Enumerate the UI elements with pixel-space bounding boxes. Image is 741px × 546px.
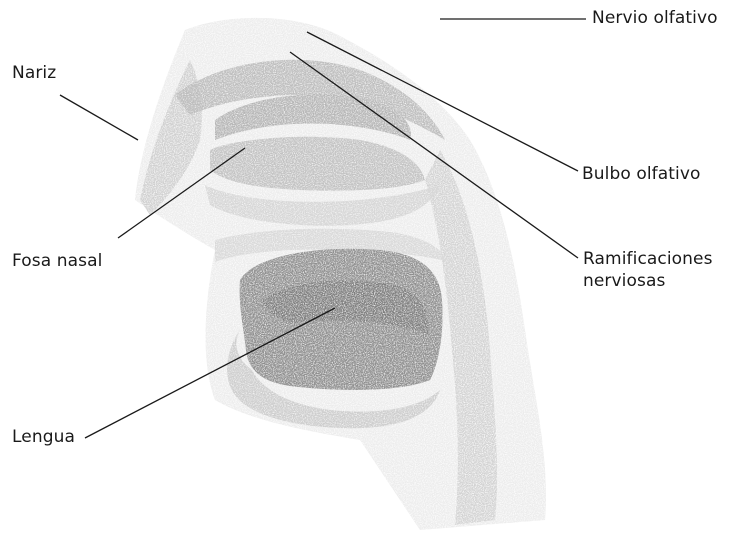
label-ramificaciones-line2: nerviosas [583, 270, 713, 292]
label-nariz: Nariz [12, 62, 56, 84]
label-bulbo-olfativo: Bulbo olfativo [582, 163, 701, 185]
leader-nariz [60, 95, 138, 140]
label-lengua: Lengua [12, 426, 75, 448]
label-fosa-nasal: Fosa nasal [12, 250, 102, 272]
label-nervio-olfativo: Nervio olfativo [592, 7, 718, 29]
label-ramificaciones-line1: Ramificaciones [583, 248, 713, 270]
label-ramificaciones-nerviosas: Ramificaciones nerviosas [583, 248, 713, 292]
